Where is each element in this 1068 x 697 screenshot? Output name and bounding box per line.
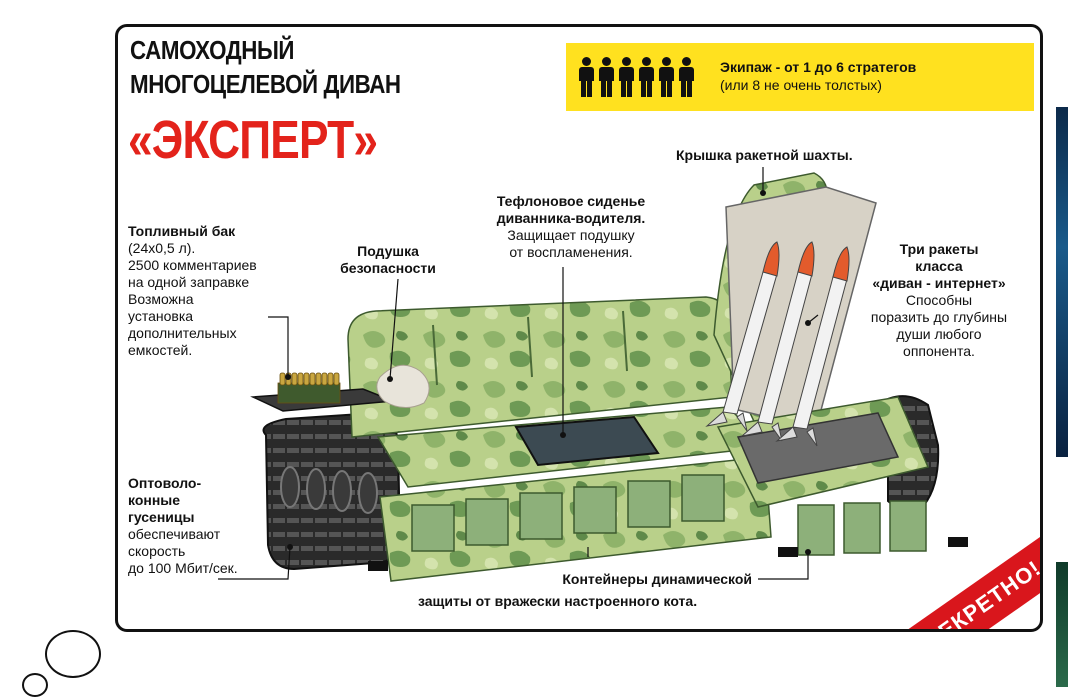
containers-callout-line2: защиты от вражески настроенного кота. [418, 593, 698, 609]
fuel-tank-callout: Топливный бак (24x0,5 л). 2500 комментар… [128, 223, 257, 358]
person-icon [578, 57, 595, 97]
tracks-callout: Оптоволо- конные гусеницы обеспечивают с… [128, 475, 238, 576]
title-line-1: САМОХОДНЫЙ [130, 35, 295, 65]
background-side-image-top [1056, 107, 1068, 457]
background-side-image-bottom [1056, 562, 1068, 687]
person-icon [638, 57, 655, 97]
containers-callout: Контейнеры динамической [562, 571, 752, 587]
title-name: «ЭКСПЕРТ» [128, 110, 378, 170]
teflon-seat [514, 415, 660, 467]
crew-sub-text: (или 8 не очень толстых) [720, 77, 882, 93]
crew-box: Экипаж - от 1 до 6 стратегов (или 8 не о… [566, 43, 1034, 111]
person-icon [598, 57, 615, 97]
pillow-callout: Подушка безопасности [340, 243, 436, 276]
person-icon [678, 57, 695, 97]
title-line-2: МНОГОЦЕЛЕВОЙ ДИВАН [130, 69, 401, 99]
seat-callout: Тефлоновое сиденье диванника-водителя. З… [496, 193, 646, 260]
infographic-card: САМОХОДНЫЙ МНОГОЦЕЛЕВОЙ ДИВАН «ЭКСПЕРТ» … [115, 24, 1043, 632]
crew-main-text: Экипаж - от 1 до 6 стратегов [720, 59, 917, 75]
crew-icons [578, 57, 695, 97]
ammo-box [277, 372, 341, 404]
person-icon [618, 57, 635, 97]
sofa-illustration [218, 167, 968, 582]
missiles [705, 241, 850, 447]
hatch-callout: Крышка ракетной шахты. [676, 147, 853, 163]
missiles-callout: Три ракеты класса «диван - интернет» Спо… [870, 241, 1008, 359]
thought-bubble-small [22, 673, 48, 697]
thought-bubble-large [45, 630, 101, 678]
armor-containers [411, 474, 927, 556]
person-icon [658, 57, 675, 97]
